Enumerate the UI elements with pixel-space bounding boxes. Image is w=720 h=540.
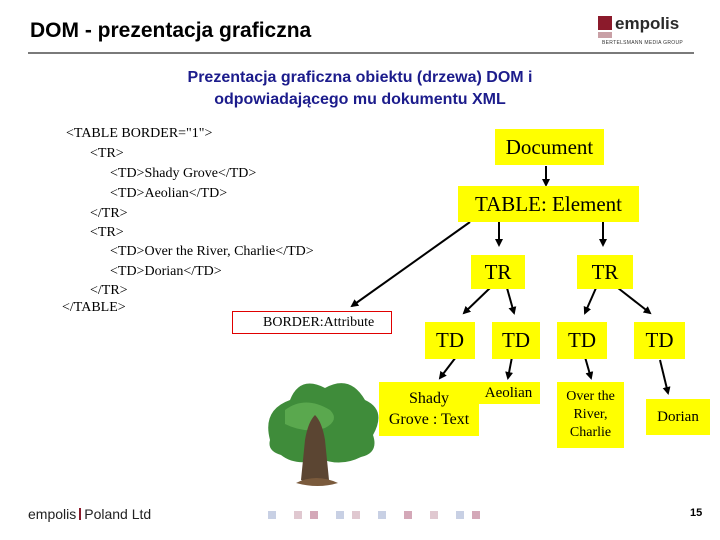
node-td-1: TD: [425, 322, 475, 359]
code-line: </TR>: [90, 206, 128, 221]
subtitle-line-2: odpowiadającego mu dokumentu XML: [214, 91, 506, 108]
text-line: Over the: [566, 389, 615, 404]
node-td-4: TD: [634, 322, 685, 359]
code-line: <TR>: [90, 225, 124, 240]
decor-square-icon: [268, 511, 276, 519]
node-table-element: TABLE: Element: [458, 186, 639, 222]
decor-square-icon: [430, 511, 438, 519]
edge-tr2-td3: [583, 287, 597, 315]
decor-square-icon: [404, 511, 412, 519]
edge-td3-text3: [584, 356, 594, 380]
edge-td2-text2: [505, 356, 514, 380]
node-tr-2: TR: [577, 255, 633, 289]
edge-table-attribute: [350, 221, 471, 308]
node-text-shady-grove: Shady Grove : Text: [379, 382, 479, 436]
code-line: <TR>: [90, 146, 124, 161]
node-td-2: TD: [492, 322, 540, 359]
logo-mark-icon: [598, 16, 612, 30]
brand-separator-icon: [79, 508, 82, 520]
decor-square-icon: [352, 511, 360, 519]
node-border-attribute: BORDER:Attribute: [232, 311, 392, 334]
footer-brand-suffix: Poland Ltd: [84, 506, 152, 522]
edge-td4-text4: [659, 359, 671, 395]
code-line: </TABLE>: [62, 300, 126, 315]
decor-square-icon: [310, 511, 318, 519]
empolis-logo: empolis BERTELSMANN MEDIA GROUP: [598, 14, 694, 48]
decor-square-icon: [336, 511, 344, 519]
node-document: Document: [495, 129, 604, 165]
node-td-3: TD: [557, 322, 607, 359]
edge-tr1-td2: [506, 287, 517, 315]
decor-square-icon: [472, 511, 480, 519]
edge-tr1-td1: [462, 287, 491, 315]
decor-square-icon: [294, 511, 302, 519]
footer-brand-prefix: empolis: [28, 506, 77, 522]
logo-subtext: BERTELSMANN MEDIA GROUP: [602, 40, 683, 46]
code-line: <TD>Shady Grove</TD>: [110, 166, 257, 181]
code-line: <TD>Dorian</TD>: [110, 264, 222, 279]
decor-square-icon: [378, 511, 386, 519]
text-line: Charlie: [569, 425, 612, 440]
code-line: <TABLE BORDER="1">: [66, 126, 213, 141]
code-line: <TD>Aeolian</TD>: [110, 186, 228, 201]
text-line: Shady: [409, 390, 449, 407]
page-title: DOM - prezentacja graficzna: [30, 19, 312, 42]
subtitle-line-1: Prezentacja graficzna obiektu (drzewa) D…: [187, 69, 533, 86]
text-line: River,: [573, 407, 608, 422]
header-divider: [28, 52, 694, 54]
node-text-over-the-river: Over the River, Charlie: [557, 382, 624, 448]
edge-tr2-td4: [617, 287, 652, 315]
tree-illustration: [260, 383, 379, 495]
logo-text: empolis: [615, 14, 680, 33]
node-tr-1: TR: [471, 255, 525, 289]
slide-subtitle: Prezentacja graficzna obiektu (drzewa) D…: [100, 67, 620, 111]
decor-square-icon: [456, 511, 464, 519]
code-line: </TR>: [90, 283, 128, 298]
text-line: Grove : Text: [388, 411, 470, 428]
edge-td1-text1: [438, 356, 457, 380]
code-line: <TD>Over the River, Charlie</TD>: [110, 244, 314, 259]
node-text-dorian: Dorian: [646, 399, 710, 435]
node-text-aeolian: Aeolian: [477, 382, 540, 404]
logo-mark-accent-icon: [598, 32, 612, 38]
footer-brand: empolis Poland Ltd: [28, 506, 151, 522]
page-number: 15: [690, 507, 703, 519]
